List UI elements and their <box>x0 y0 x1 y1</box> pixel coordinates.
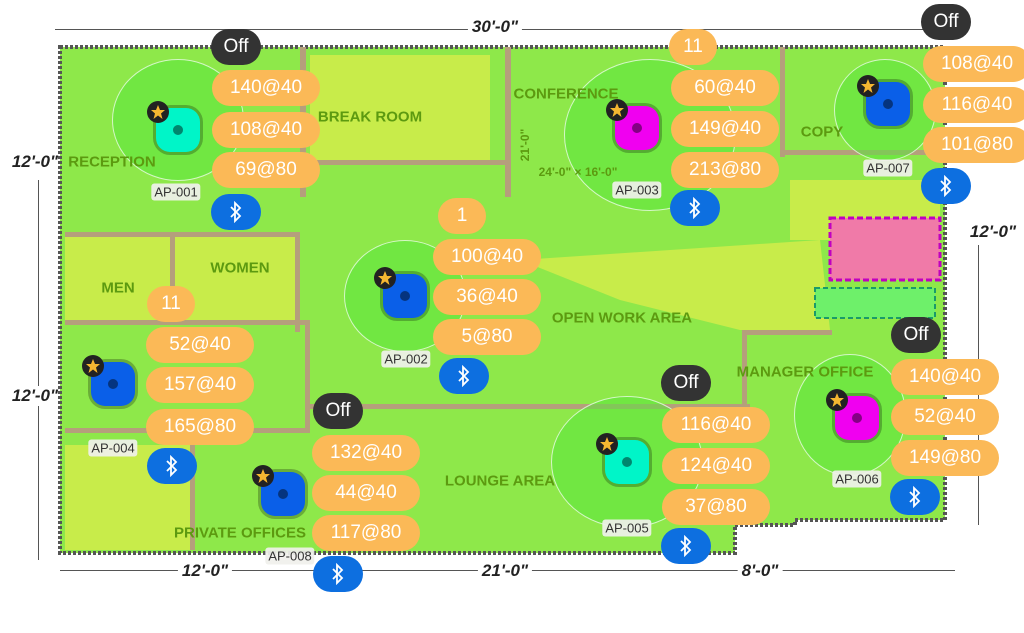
break-room-zone <box>310 55 490 165</box>
ap-008-stat-pill[interactable]: 44@40 <box>312 475 420 511</box>
ap-007-stat-pill[interactable]: 108@40 <box>923 46 1024 82</box>
room-label-women: WOMEN <box>210 259 270 277</box>
dimension-right-upper: 12'-0" <box>965 222 1021 242</box>
ap-003-stat-pill[interactable]: 60@40 <box>671 70 779 106</box>
ap-006-stat-pill[interactable]: 140@40 <box>891 359 999 395</box>
ap-006-stat-pill[interactable]: 52@40 <box>891 399 999 435</box>
ap-004-channel-badge[interactable]: 11 <box>147 286 195 322</box>
ap-001-stat-pill[interactable]: 69@80 <box>212 152 320 188</box>
ap-001-stat-pill[interactable]: 108@40 <box>212 112 320 148</box>
ap-003-channel-badge[interactable]: 11 <box>669 29 717 65</box>
ap-001-label: AP-001 <box>151 183 201 201</box>
ap-001-channel-badge[interactable]: Off <box>211 29 261 65</box>
ap-003-stat-pill[interactable]: 149@40 <box>671 111 779 147</box>
favorite-star-icon <box>857 75 879 97</box>
bluetooth-icon <box>907 486 923 508</box>
room-label-manager: MANAGER OFFICE <box>736 363 874 381</box>
favorite-star-icon <box>252 465 274 487</box>
ap-006-label: AP-006 <box>832 470 882 488</box>
dimension-bottom-right: 8'-0" <box>737 561 783 581</box>
ap-002-stat-pill[interactable]: 5@80 <box>433 319 541 355</box>
ap-002-channel-badge[interactable]: 1 <box>438 198 486 234</box>
room-label-reception: RECEPTION <box>68 153 156 171</box>
bluetooth-icon <box>938 175 954 197</box>
ap-002-bluetooth-button[interactable] <box>439 358 489 394</box>
room-label-men: MEN <box>101 279 135 297</box>
favorite-star-icon <box>606 99 628 121</box>
dimension-left-upper: 12'-0" <box>7 152 63 172</box>
ap-002-stat-pill[interactable]: 36@40 <box>433 279 541 315</box>
ap-005-stat-pill[interactable]: 116@40 <box>662 407 770 443</box>
ap-007-stat-pill[interactable]: 116@40 <box>923 87 1024 123</box>
bluetooth-icon <box>330 563 346 585</box>
ap-003-stat-pill[interactable]: 213@80 <box>671 152 779 188</box>
ap-007-stat-pill[interactable]: 101@80 <box>923 127 1024 163</box>
favorite-star-icon <box>82 355 104 377</box>
ap-004-bluetooth-button[interactable] <box>147 448 197 484</box>
ap-003-bluetooth-button[interactable] <box>670 190 720 226</box>
ap-006-stat-pill[interactable]: 149@80 <box>891 440 999 476</box>
bluetooth-icon <box>687 197 703 219</box>
hall-dimension: 21'-0" <box>518 128 532 162</box>
room-label-conference-size: 24'-0" × 16'-0" <box>538 165 618 179</box>
ap-005-stat-pill[interactable]: 37@80 <box>662 489 770 525</box>
room-label-lounge: LOUNGE AREA <box>444 472 556 490</box>
ap-001-bluetooth-button[interactable] <box>211 194 261 230</box>
ap-008-channel-badge[interactable]: Off <box>313 393 363 429</box>
ap-005-marker[interactable] <box>605 440 649 484</box>
room-label-copy: COPY <box>800 123 844 141</box>
bluetooth-icon <box>456 365 472 387</box>
dimension-top: 30'-0" <box>467 17 523 37</box>
room-label-conference: CONFERENCE <box>513 85 619 103</box>
ap-002-label: AP-002 <box>381 350 431 368</box>
ap-008-label: AP-008 <box>265 547 315 565</box>
room-label-open-work: OPEN WORK AREA <box>551 309 693 327</box>
ap-003-label: AP-003 <box>612 181 662 199</box>
ap-007-label: AP-007 <box>863 159 913 177</box>
room-label-private: PRIVATE OFFICES <box>174 524 306 542</box>
dimension-bottom-mid: 21'-0" <box>477 561 533 581</box>
ap-005-channel-badge[interactable]: Off <box>661 365 711 401</box>
ap-007-channel-badge[interactable]: Off <box>921 4 971 40</box>
storage-zone <box>814 287 936 319</box>
printer-zone <box>828 216 942 282</box>
dimension-line-left <box>38 180 39 560</box>
ap-007-bluetooth-button[interactable] <box>921 168 971 204</box>
dimension-bottom-left: 12'-0" <box>177 561 233 581</box>
bluetooth-icon <box>678 535 694 557</box>
ap-004-stat-pill[interactable]: 157@40 <box>146 367 254 403</box>
ap-006-channel-badge[interactable]: Off <box>891 317 941 353</box>
favorite-star-icon <box>147 101 169 123</box>
ap-004-label: AP-004 <box>88 439 138 457</box>
ap-004-stat-pill[interactable]: 165@80 <box>146 409 254 445</box>
ap-001-stat-pill[interactable]: 140@40 <box>212 70 320 106</box>
ap-006-bluetooth-button[interactable] <box>890 479 940 515</box>
ap-008-stat-pill[interactable]: 117@80 <box>312 515 420 551</box>
ap-005-stat-pill[interactable]: 124@40 <box>662 448 770 484</box>
ap-005-bluetooth-button[interactable] <box>661 528 711 564</box>
ap-008-stat-pill[interactable]: 132@40 <box>312 435 420 471</box>
favorite-star-icon <box>374 267 396 289</box>
ap-008-bluetooth-button[interactable] <box>313 556 363 592</box>
dimension-left-lower: 12'-0" <box>7 386 63 406</box>
favorite-star-icon <box>826 389 848 411</box>
room-label-break-room: BREAK ROOM <box>317 108 423 126</box>
ap-005-label: AP-005 <box>602 519 652 537</box>
ap-002-stat-pill[interactable]: 100@40 <box>433 239 541 275</box>
favorite-star-icon <box>596 433 618 455</box>
bluetooth-icon <box>164 455 180 477</box>
bluetooth-icon <box>228 201 244 223</box>
ap-004-stat-pill[interactable]: 52@40 <box>146 327 254 363</box>
open-area-zone <box>520 240 830 330</box>
